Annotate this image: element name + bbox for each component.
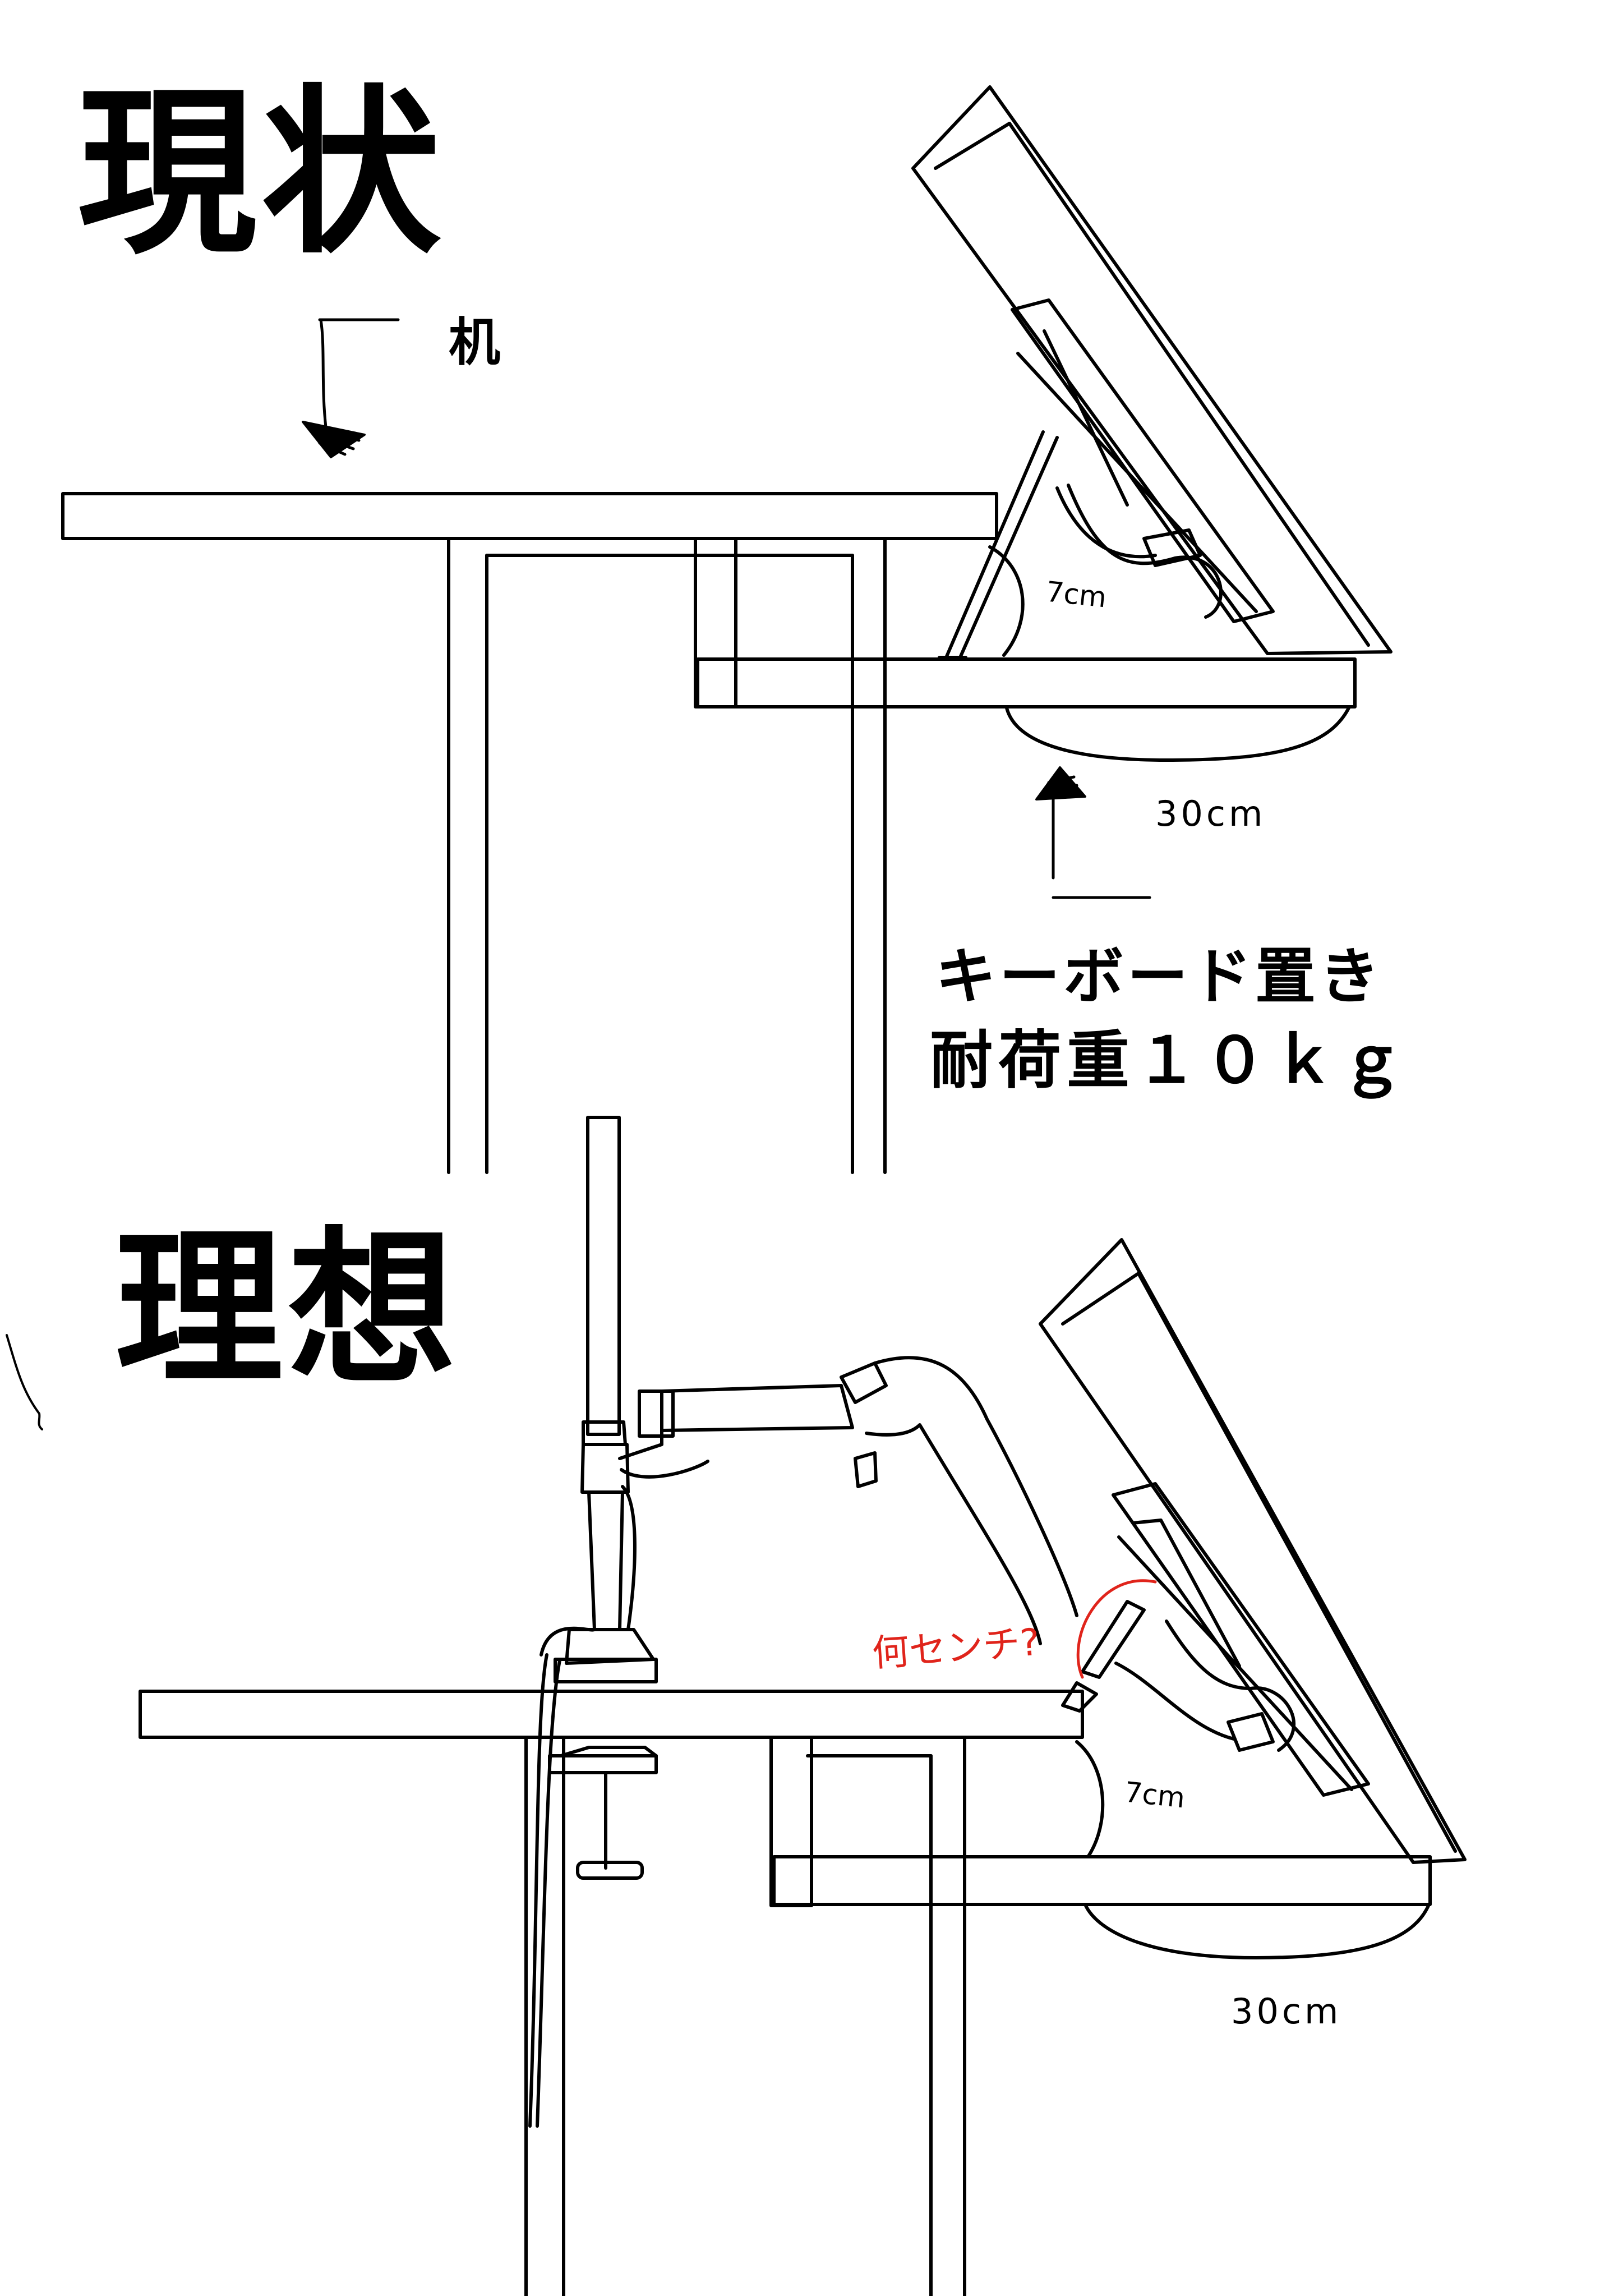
ideal-gap-measurement: 7cm <box>1123 1775 1187 1815</box>
current-tray-board <box>696 657 1357 708</box>
current-depth-curve <box>1005 706 1350 762</box>
desk-pointer-arrow <box>302 318 400 458</box>
arrow-up-icon <box>1052 789 1151 899</box>
desk-label: 机 <box>449 312 501 372</box>
heading-current-state: 現状 <box>77 70 445 278</box>
heading-ideal-state: 理想 <box>115 1212 460 1407</box>
monitor-arm-pole <box>528 1116 658 2128</box>
current-desk-legs <box>447 537 887 1174</box>
current-monitor-body <box>911 85 1393 655</box>
current-monitor <box>911 85 1393 659</box>
current-gap-measurement: 7cm <box>1044 575 1108 614</box>
load-capacity-label: 耐荷重１０ｋｇ <box>930 1024 1409 1097</box>
ideal-depth-measurement: 30cm <box>1231 1991 1342 2032</box>
ideal-tray-board <box>772 1855 1432 1906</box>
ideal-monitor-body <box>1039 1238 1467 1864</box>
ideal-desk-legs <box>524 1736 966 2296</box>
gap-question-annotation: 何センチ? <box>870 1620 1041 1676</box>
current-depth-measurement: 30cm <box>1155 793 1266 834</box>
current-gap-curve <box>988 545 1025 657</box>
tray-pointer-arrow <box>1035 766 1151 899</box>
arrow-down-icon <box>318 318 400 434</box>
stray-pen-stroke <box>6 1334 43 1430</box>
current-keyboard-tray <box>694 537 1357 762</box>
ideal-desk-top <box>139 1690 1084 1739</box>
ideal-monitor <box>1039 1238 1467 1864</box>
keyboard-tray-label: キーボード置き <box>935 942 1384 1012</box>
question-gap-arc <box>1076 1579 1157 1679</box>
ideal-keyboard-tray <box>769 1736 1432 1959</box>
monitor-arm <box>618 1356 1078 1645</box>
ideal-state-diagram <box>6 1116 1467 2296</box>
current-state-diagram <box>61 85 1393 1174</box>
ideal-depth-curve <box>1083 1903 1431 1959</box>
current-desk-top <box>61 492 998 540</box>
ideal-gap-curve <box>1075 1740 1105 1858</box>
